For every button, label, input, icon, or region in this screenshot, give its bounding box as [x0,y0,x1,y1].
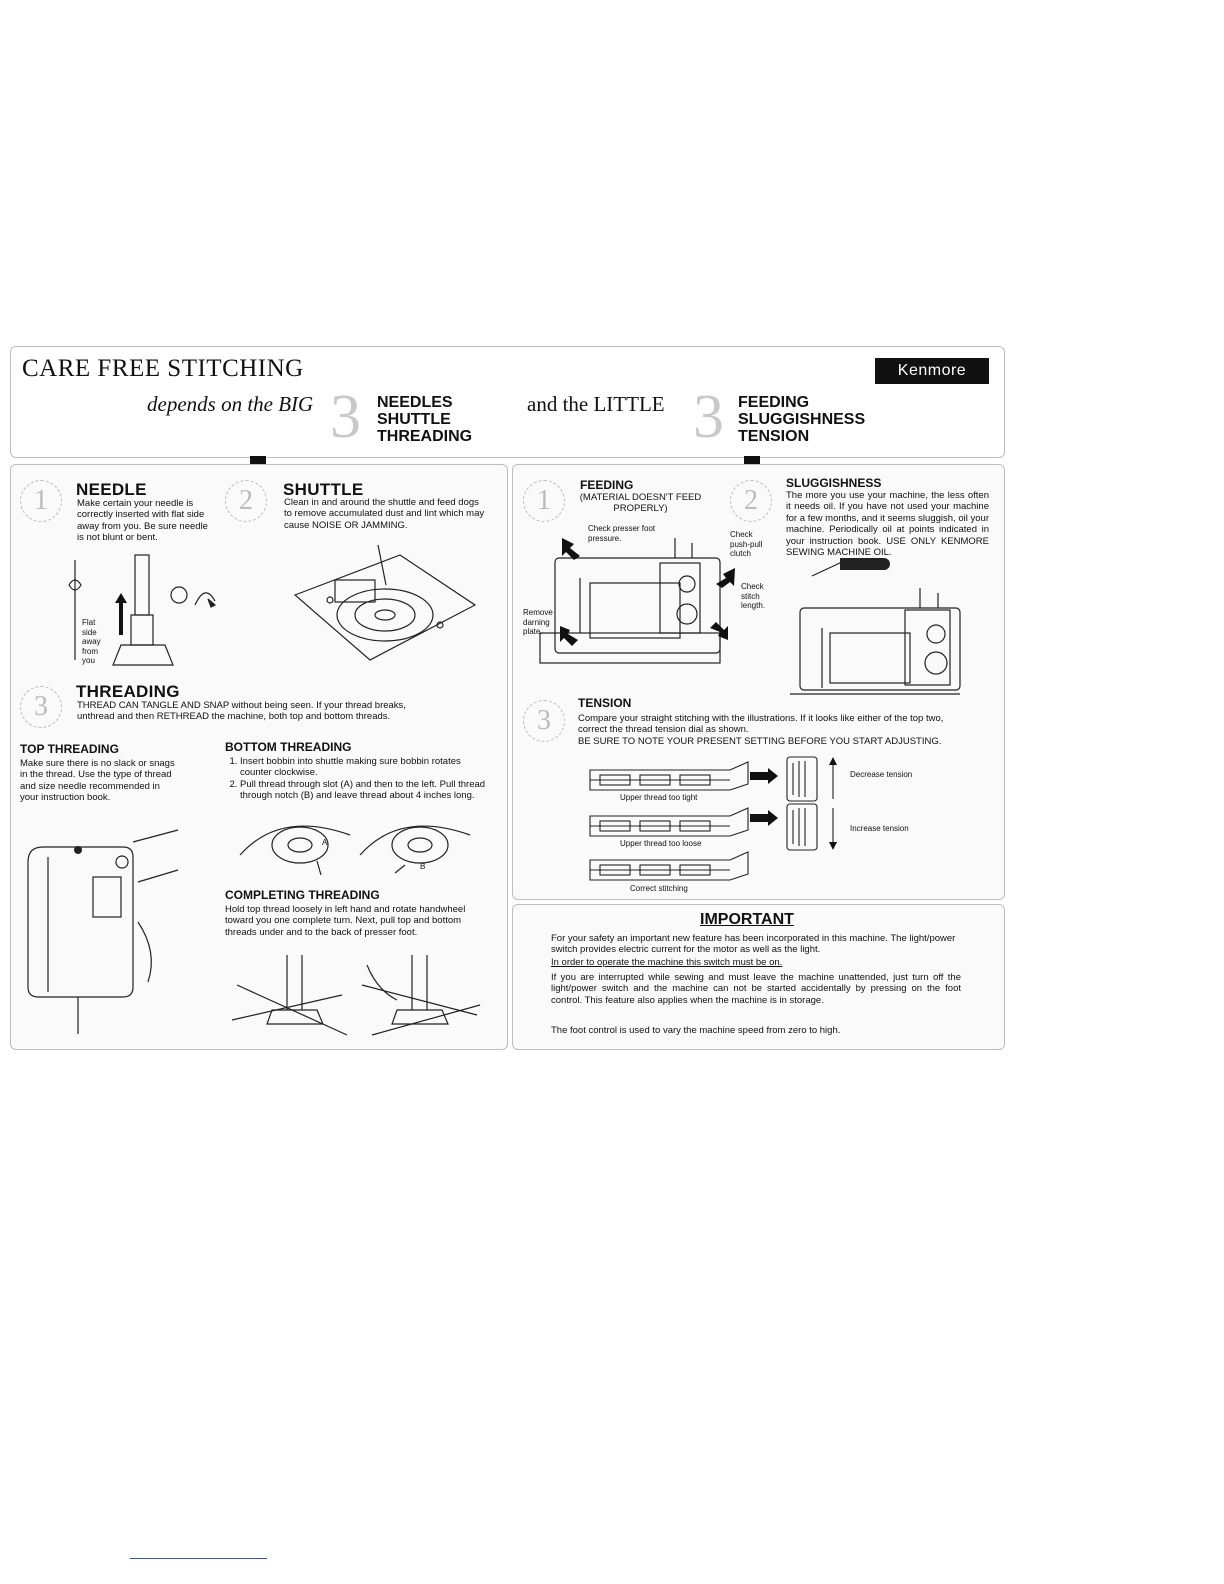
tension-title: TENSION [578,696,632,710]
important-title: IMPORTANT [700,911,794,928]
bottom-threading-step-2: Pull thread through slot (A) and then to… [240,779,495,802]
shuttle-title: SHUTTLE [283,480,364,499]
completing-threading-title: COMPLETING THREADING [225,888,380,902]
important-panel [512,904,1005,1050]
little-item-tension: TENSION [738,428,810,445]
sewing-machine-feeding-illustration [539,538,735,664]
big-item-shuttle: SHUTTLE [377,411,451,428]
needle-title: NEEDLE [76,480,147,499]
feeding-title: FEEDING [580,478,634,492]
stitch-row-correct [589,851,749,881]
important-p1-underlined: In order to operate the machine this swi… [551,957,783,968]
little-three-numeral: 3 [693,383,724,451]
important-p2: If you are interrupted while sewing and … [551,972,961,1006]
little-item-sluggishness: SLUGGISHNESS [738,411,866,428]
needle-text: Make certain your needle is correctly in… [77,498,208,544]
tension-note: BE SURE TO NOTE YOUR PRESENT SETTING BEF… [578,736,942,747]
bottom-threading-title: BOTTOM THREADING [225,740,352,754]
important-p3: The foot control is used to vary the mac… [551,1025,841,1036]
right-top-panel [512,464,1005,900]
left-panel [10,464,508,1050]
threading-number-badge: 3 [20,686,62,728]
completing-threading-illustration [231,955,481,1036]
shuttle-illustration [293,544,477,661]
tension-number-badge: 3 [523,700,565,742]
tension-text: Compare your straight stitching with the… [578,713,944,736]
top-threading-illustration [27,829,179,1034]
feeding-callout-darning: Remove darning plate. [523,608,553,636]
brand-logo: Kenmore [875,358,989,384]
header-panel [10,346,1005,458]
big-three-numeral: 3 [330,383,361,451]
stitch-row-too-loose [589,807,749,837]
bobbin-notch-b-label: B [420,862,426,871]
bottom-threading-step-1: Insert bobbin into shuttle making sure b… [240,756,495,779]
brand-logo-text: Kenmore [897,362,967,379]
feeding-number-badge: 1 [523,480,565,522]
top-threading-title: TOP THREADING [20,742,119,756]
shuttle-text: Clean in and around the shuttle and feed… [284,497,485,531]
needle-number-badge: 1 [20,480,62,522]
action-increase-tension: Increase tension [850,824,909,833]
completing-threading-text: Hold top thread loosely in left hand and… [225,904,466,938]
threading-title: THREADING [76,682,180,701]
sluggishness-title: SLUGGISHNESS [786,476,882,490]
big-item-needles: NEEDLES [377,394,453,411]
oil-can-icon [811,558,890,577]
arrow-right-icon-2 [750,810,778,826]
caption-upper-too-tight: Upper thread too tight [620,793,698,802]
caption-upper-too-loose: Upper thread too loose [620,839,702,848]
bobbin-illustration [239,825,471,876]
depends-on-text: depends on the BIG [147,392,314,416]
bobbin-slot-a-label: A [322,838,328,847]
sluggishness-text: The more you use your machine, the less … [786,490,989,559]
important-p1: For your safety an important new feature… [551,933,956,956]
little-three-list: FEEDING SLUGGISHNESS TENSION [738,394,865,445]
tension-dial-decrease-icon [786,756,837,802]
action-decrease-tension: Decrease tension [850,770,913,779]
sewing-machine-oil-illustration [790,588,961,695]
threading-text: THREAD CAN TANGLE AND SNAP without being… [77,700,406,723]
feeding-callout-clutch: Check push-pull clutch [730,530,763,558]
needle-flat-side-label: Flat side away from you [82,618,101,665]
little-item-feeding: FEEDING [738,394,810,411]
feeding-callout-stitch: Check stitch length. [741,582,766,610]
bottom-threading-steps: Insert bobbin into shuttle making sure b… [226,756,495,802]
stitch-row-too-tight [589,761,749,791]
big-item-threading: THREADING [377,428,473,445]
feeding-subtitle: (MATERIAL DOESN'T FEED PROPERLY) [579,492,702,515]
sluggishness-number-badge: 2 [730,480,772,522]
footer-rule [130,1558,267,1559]
tension-dial-increase-icon [786,803,837,851]
big-three-list: NEEDLES SHUTTLE THREADING [377,394,472,445]
arrow-right-icon [750,768,778,784]
and-the-text: and the LITTLE [527,392,665,416]
top-threading-text: Make sure there is no slack or snags in … [20,758,175,804]
page-title: CARE FREE STITCHING [22,355,304,382]
needle-illustration [68,554,217,666]
caption-correct-stitching: Correct stitching [630,884,688,893]
shuttle-number-badge: 2 [225,480,267,522]
feeding-callout-presser: Check presser foot pressure. [588,524,656,543]
